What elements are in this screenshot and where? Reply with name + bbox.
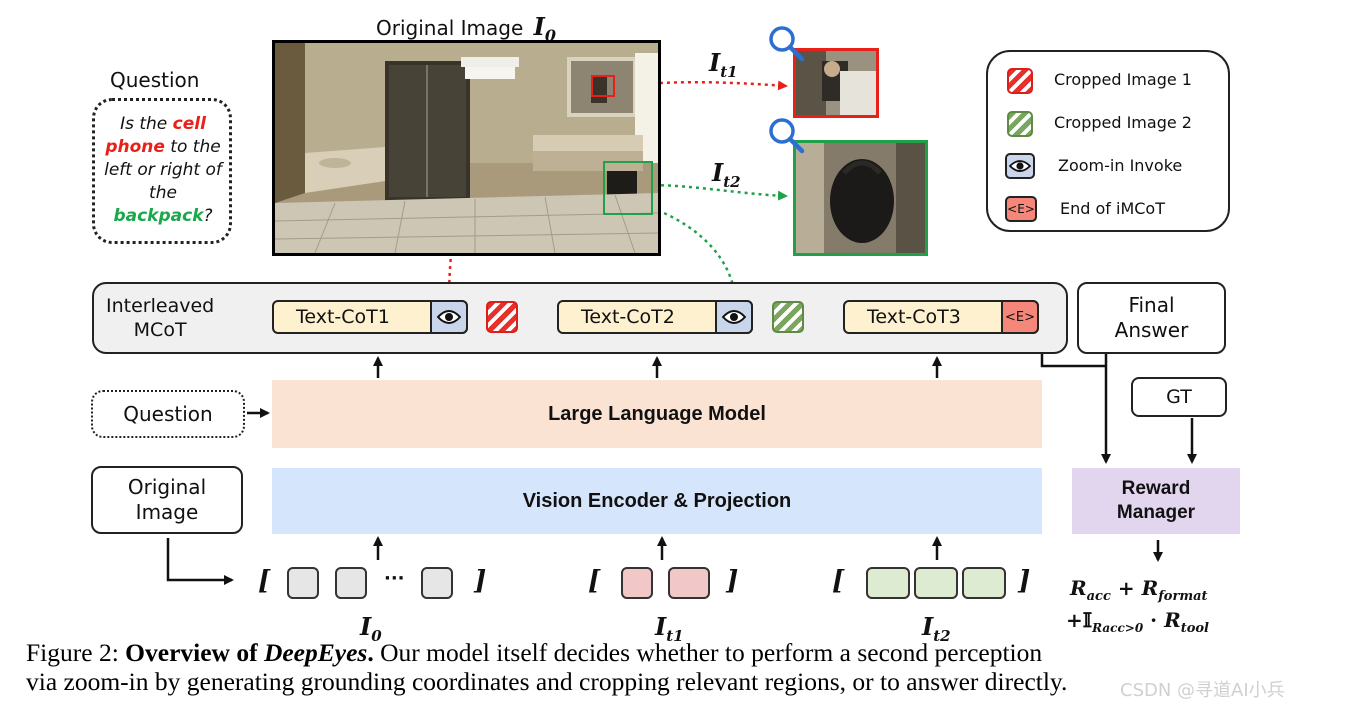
magnifier-icon bbox=[769, 118, 805, 154]
question-bubble: Is the cell phone to the left or right o… bbox=[92, 98, 232, 244]
bracket-close: ] bbox=[1018, 566, 1031, 596]
question-heading: Question bbox=[110, 68, 200, 92]
figure-caption: Figure 2: Overview of DeepEyes. Our mode… bbox=[26, 638, 1346, 696]
bathroom-photo bbox=[272, 40, 661, 256]
cropped-image-1 bbox=[793, 48, 879, 118]
image-token bbox=[914, 567, 958, 599]
token-group-label-0: I0 bbox=[360, 612, 382, 645]
question-text: Is the cell phone to the left or right o… bbox=[104, 114, 222, 226]
crop-label-1: It1 bbox=[709, 48, 738, 81]
original-image-title: Original Image I0 bbox=[376, 12, 556, 45]
final-answer-box: Final Answer bbox=[1077, 282, 1226, 354]
bracket-close: ] bbox=[474, 566, 487, 596]
bracket-open: [ bbox=[588, 566, 601, 596]
llm-block: Large Language Model bbox=[272, 380, 1042, 448]
crop-label-2: It2 bbox=[712, 158, 741, 191]
original-image-input-box: Original Image bbox=[91, 466, 243, 534]
watermark: CSDN @寻道AI小兵 bbox=[1120, 680, 1285, 701]
bracket-close: ] bbox=[726, 566, 739, 596]
bracket-open: [ bbox=[832, 566, 845, 596]
caption-line-2: via zoom-in by generating grounding coor… bbox=[26, 667, 1068, 696]
text-cot-step-3: Text-CoT3 <E> bbox=[843, 300, 1039, 334]
token-group-label-1: It1 bbox=[655, 612, 684, 645]
vision-encoder-block: Vision Encoder & Projection bbox=[272, 468, 1042, 534]
token-group-label-2: It2 bbox=[922, 612, 951, 645]
legend-label-2: Cropped Image 2 bbox=[1054, 113, 1192, 132]
eye-icon bbox=[715, 300, 753, 334]
reward-formula-line-2: +𝕀Racc>0 · Rtool bbox=[1066, 608, 1209, 636]
reward-manager-block: Reward Manager bbox=[1072, 468, 1240, 534]
ground-truth-box: GT bbox=[1131, 377, 1227, 417]
hatch-green-icon bbox=[1007, 111, 1033, 137]
crop-link-2 bbox=[653, 183, 788, 201]
hatch-red-icon bbox=[486, 301, 518, 333]
image-token bbox=[962, 567, 1006, 599]
reference-object: backpack bbox=[113, 206, 204, 226]
legend-label-3: Zoom-in Invoke bbox=[1058, 156, 1183, 175]
eye-icon bbox=[1005, 153, 1035, 179]
hatch-red-icon bbox=[1007, 68, 1033, 94]
target-object: cell phone bbox=[105, 114, 206, 157]
cropped-image-2 bbox=[793, 140, 928, 256]
bracket-open: [ bbox=[258, 566, 271, 596]
image-token bbox=[287, 567, 319, 599]
question-input-box: Question bbox=[91, 390, 245, 438]
reward-formula-line-1: Racc + Rformat bbox=[1070, 576, 1208, 604]
token-ellipsis: ··· bbox=[384, 568, 405, 589]
legend-label-1: Cropped Image 1 bbox=[1054, 70, 1192, 89]
eye-icon bbox=[430, 300, 468, 334]
text-cot-step-1: Text-CoT1 bbox=[272, 300, 468, 334]
hatch-green-icon bbox=[772, 301, 804, 333]
image-token bbox=[621, 567, 653, 599]
image-token bbox=[421, 567, 453, 599]
image-token bbox=[668, 567, 710, 599]
image-token bbox=[866, 567, 910, 599]
bathroom-scene bbox=[275, 43, 658, 253]
crop-link-1 bbox=[617, 80, 788, 91]
legend-label-4: End of iMCoT bbox=[1060, 199, 1165, 218]
image-token bbox=[335, 567, 367, 599]
text-cot-step-2: Text-CoT2 bbox=[557, 300, 753, 334]
magnifier-icon bbox=[769, 26, 805, 62]
legend-panel: Cropped Image 1 Cropped Image 2 Zoom-in … bbox=[986, 50, 1230, 232]
grounding-box-1 bbox=[591, 75, 615, 97]
end-token-icon: <E> bbox=[1001, 300, 1039, 334]
mcot-label: Interleaved MCoT bbox=[106, 295, 215, 341]
end-token-icon: <E> bbox=[1005, 196, 1037, 222]
caption-line-1: Figure 2: Overview of DeepEyes. Our mode… bbox=[26, 638, 1043, 667]
grounding-box-2 bbox=[603, 161, 653, 215]
